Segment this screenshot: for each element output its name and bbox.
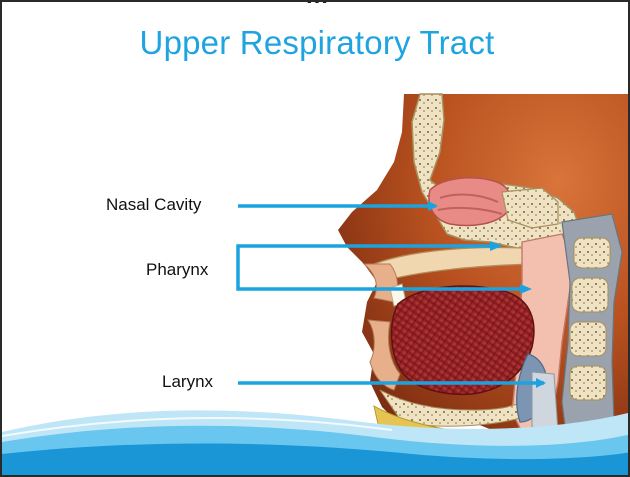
slide: … Upper Respiratory Tract xyxy=(0,0,630,477)
bottom-wave-decoration xyxy=(2,2,630,477)
